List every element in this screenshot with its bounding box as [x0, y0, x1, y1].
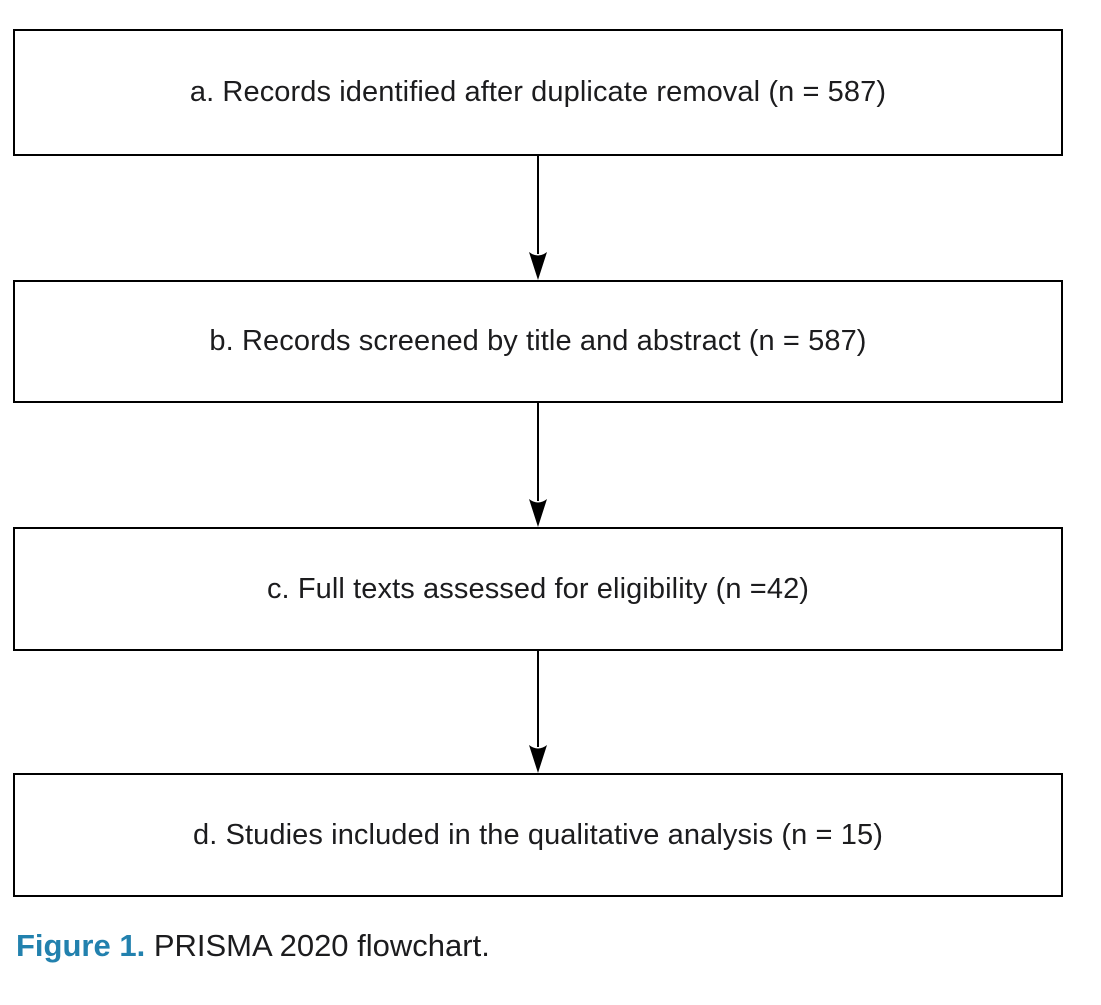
down-arrow	[527, 156, 549, 280]
flow-box-label: b. Records screened by title and abstrac…	[209, 325, 867, 357]
figure-caption: Figure 1. PRISMA 2020 flowchart.	[16, 927, 490, 965]
figure-caption-text: PRISMA 2020 flowchart.	[153, 928, 490, 963]
flow-box-records-identified: a. Records identified after duplicate re…	[13, 29, 1063, 156]
flow-box-studies-included: d. Studies included in the qualitative a…	[13, 773, 1063, 897]
down-arrow	[527, 403, 549, 527]
down-arrow	[527, 651, 549, 773]
flow-box-records-screened: b. Records screened by title and abstrac…	[13, 280, 1063, 403]
flow-box-full-texts-assessed: c. Full texts assessed for eligibility (…	[13, 527, 1063, 651]
flow-box-label: c. Full texts assessed for eligibility (…	[266, 572, 810, 605]
flow-box-label: a. Records identified after duplicate re…	[189, 76, 887, 108]
figure-caption-label: Figure 1.	[16, 928, 146, 963]
flow-box-label: d. Studies included in the qualitative a…	[193, 818, 883, 851]
